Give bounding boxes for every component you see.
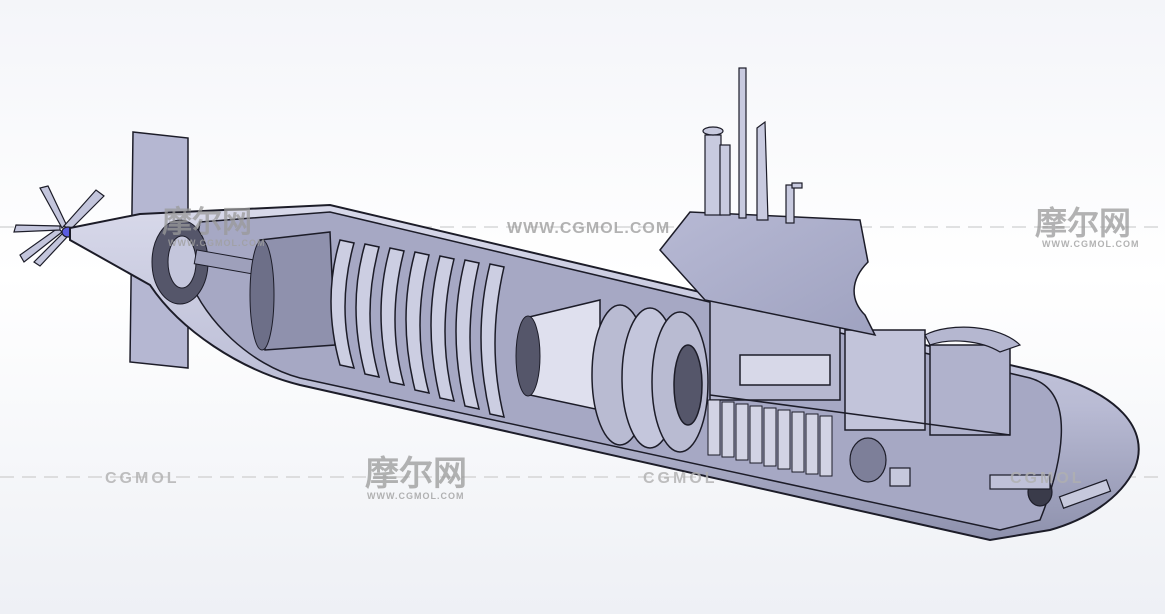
watermark-brand-center: CGMOL	[643, 470, 718, 487]
watermark-top-left: 摩尔网 WWW.CGMOL.COM	[162, 205, 265, 248]
machinery	[849, 437, 1112, 509]
sail	[659, 211, 877, 337]
svg-text:摩尔网: 摩尔网	[1035, 204, 1131, 242]
svg-text:WWW.CGMOL.COM: WWW.CGMOL.COM	[1042, 239, 1139, 249]
hatch	[924, 326, 1022, 353]
svg-text:WWW.CGMOL.COM: WWW.CGMOL.COM	[367, 491, 464, 501]
watermark-brand-right: CGMOL	[1010, 470, 1085, 487]
watermark-brand-left: CGMOL	[105, 470, 180, 487]
watermark-bottom-center: 摩尔网 WWW.CGMOL.COM	[365, 454, 467, 501]
svg-text:摩尔网: 摩尔网	[162, 205, 252, 240]
propeller	[13, 185, 105, 267]
masts	[702, 67, 803, 224]
svg-text:WWW.CGMOL.COM: WWW.CGMOL.COM	[168, 238, 265, 248]
watermark-url-top: WWW.CGMOL.COM	[507, 220, 670, 237]
bulkhead-frames	[330, 239, 506, 418]
svg-text:摩尔网: 摩尔网	[365, 454, 467, 494]
barrels	[707, 399, 833, 477]
coil-pipes	[591, 304, 709, 453]
watermark-top-right: 摩尔网 WWW.CGMOL.COM	[1035, 204, 1139, 249]
